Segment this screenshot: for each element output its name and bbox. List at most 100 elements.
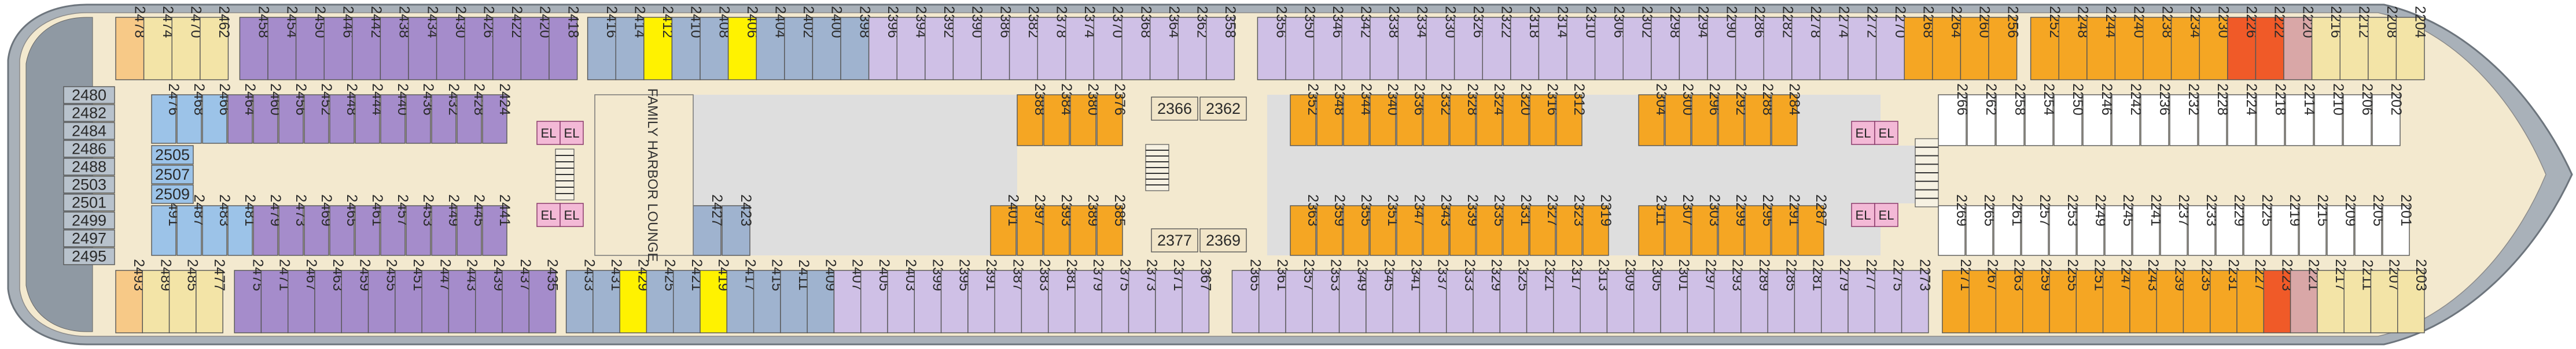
stateroom-2271[interactable]: 2271 [1942,259,1974,333]
stateroom-2250[interactable]: 2250 [2054,83,2086,146]
stateroom-2311[interactable]: 2311 [1638,195,1669,256]
stateroom-2436[interactable]: 2436 [406,83,436,144]
stateroom-2432[interactable]: 2432 [431,83,462,144]
stateroom-2346[interactable]: 2346 [1313,6,1346,80]
stateroom-2409[interactable]: 2409 [807,259,838,333]
stateroom-2220[interactable]: 2220 [2283,6,2316,80]
stateroom-2235[interactable]: 2235 [2183,259,2215,333]
stateroom-2272[interactable]: 2272 [1848,6,1880,80]
stateroom-2507[interactable]: 2507 [151,165,194,184]
stateroom-2377[interactable]: 2377 [1151,228,1198,253]
stateroom-2319[interactable]: 2319 [1583,194,1614,256]
stateroom-2493[interactable]: 2493 [115,259,147,333]
stateroom-2441[interactable]: 2441 [482,194,513,256]
stateroom-2266[interactable]: 2266 [1938,83,1970,146]
stateroom-2248[interactable]: 2248 [2058,6,2091,80]
stateroom-2202[interactable]: 2202 [2372,83,2404,146]
stateroom-2433[interactable]: 2433 [565,259,598,333]
stateroom-2365[interactable]: 2365 [1231,259,1264,333]
stateroom-2501[interactable]: 2501 [63,194,115,211]
stateroom-2238[interactable]: 2238 [2143,6,2175,80]
stateroom-2485[interactable]: 2485 [168,259,201,333]
stateroom-2251[interactable]: 2251 [2075,259,2107,333]
stateroom-2486[interactable]: 2486 [63,140,115,158]
stateroom-2370[interactable]: 2370 [1093,6,1126,80]
stateroom-2244[interactable]: 2244 [2086,6,2119,80]
stateroom-2374[interactable]: 2374 [1065,6,1098,80]
stateroom-2451[interactable]: 2451 [395,259,426,333]
stateroom-2201[interactable]: 2201 [2382,194,2414,256]
stateroom-2262[interactable]: 2262 [1967,83,1999,146]
stateroom-2405[interactable]: 2405 [860,259,892,333]
stateroom-2328[interactable]: 2328 [1449,83,1481,146]
stateroom-2306[interactable]: 2306 [1594,6,1627,80]
stateroom-2210[interactable]: 2210 [2314,83,2346,146]
stateroom-2224[interactable]: 2224 [2227,83,2259,146]
stateroom-2322[interactable]: 2322 [1482,6,1515,80]
stateroom-2261[interactable]: 2261 [1993,194,2025,256]
stateroom-2463[interactable]: 2463 [314,259,346,333]
stateroom-2216[interactable]: 2216 [2311,6,2344,80]
stateroom-2260[interactable]: 2260 [1960,6,1993,80]
stateroom-2385[interactable]: 2385 [1096,194,1128,256]
stateroom-2223[interactable]: 2223 [2263,259,2295,333]
stateroom-2269[interactable]: 2269 [1938,194,1970,256]
stateroom-2356[interactable]: 2356 [1257,6,1290,80]
stateroom-2287[interactable]: 2287 [1798,194,1829,256]
stateroom-2355[interactable]: 2355 [1343,194,1374,256]
stateroom-2278[interactable]: 2278 [1791,6,1824,80]
stateroom-2285[interactable]: 2285 [1767,259,1799,333]
stateroom-2368[interactable]: 2368 [1121,6,1154,80]
stateroom-2211[interactable]: 2211 [2343,259,2375,333]
stateroom-2464[interactable]: 2464 [227,83,258,144]
stateroom-2454[interactable]: 2454 [267,6,300,80]
stateroom-2394[interactable]: 2394 [896,6,929,80]
stateroom-2487[interactable]: 2487 [176,194,207,256]
stateroom-2317[interactable]: 2317 [1553,259,1585,333]
stateroom-2404[interactable]: 2404 [756,6,789,80]
stateroom-2232[interactable]: 2232 [2169,83,2202,146]
stateroom-2218[interactable]: 2218 [2256,83,2288,146]
stateroom-2474[interactable]: 2474 [143,6,176,80]
stateroom-2499[interactable]: 2499 [63,211,115,229]
stateroom-2362[interactable]: 2362 [1199,96,1247,121]
stateroom-2384[interactable]: 2384 [1043,83,1074,146]
stateroom-2334[interactable]: 2334 [1397,6,1430,80]
stateroom-2389[interactable]: 2389 [1070,194,1101,256]
stateroom-2270[interactable]: 2270 [1875,6,1908,80]
stateroom-2352[interactable]: 2352 [1290,83,1321,146]
stateroom-2268[interactable]: 2268 [1904,6,1937,80]
stateroom-2219[interactable]: 2219 [2271,194,2303,256]
stateroom-2236[interactable]: 2236 [2140,83,2173,146]
stateroom-2416[interactable]: 2416 [587,6,620,80]
stateroom-2473[interactable]: 2473 [278,194,309,256]
stateroom-2477[interactable]: 2477 [196,259,227,333]
stateroom-2443[interactable]: 2443 [448,259,480,333]
stateroom-2229[interactable]: 2229 [2216,194,2247,256]
stateroom-2296[interactable]: 2296 [1691,83,1723,146]
stateroom-2316[interactable]: 2316 [1529,83,1561,146]
stateroom-2505[interactable]: 2505 [151,145,194,165]
stateroom-2456[interactable]: 2456 [278,83,309,144]
stateroom-2509[interactable]: 2509 [151,184,194,204]
stateroom-2448[interactable]: 2448 [329,83,360,144]
stateroom-2445[interactable]: 2445 [457,194,487,256]
stateroom-2326[interactable]: 2326 [1453,6,1486,80]
stateroom-2482[interactable]: 2482 [63,104,115,122]
stateroom-2408[interactable]: 2408 [700,6,732,80]
stateroom-2297[interactable]: 2297 [1687,259,1718,333]
stateroom-2399[interactable]: 2399 [914,259,945,333]
stateroom-2265[interactable]: 2265 [1966,194,1997,256]
stateroom-2208[interactable]: 2208 [2368,6,2400,80]
stateroom-2495[interactable]: 2495 [63,247,115,265]
stateroom-2335[interactable]: 2335 [1476,194,1507,256]
stateroom-2418[interactable]: 2418 [549,6,581,80]
stateroom-2430[interactable]: 2430 [436,6,469,80]
stateroom-2470[interactable]: 2470 [171,6,204,80]
stateroom-2453[interactable]: 2453 [406,194,436,256]
stateroom-2274[interactable]: 2274 [1819,6,1852,80]
stateroom-2240[interactable]: 2240 [2114,6,2147,80]
stateroom-2343[interactable]: 2343 [1423,194,1454,256]
stateroom-2411[interactable]: 2411 [780,259,812,333]
stateroom-2264[interactable]: 2264 [1932,6,1964,80]
